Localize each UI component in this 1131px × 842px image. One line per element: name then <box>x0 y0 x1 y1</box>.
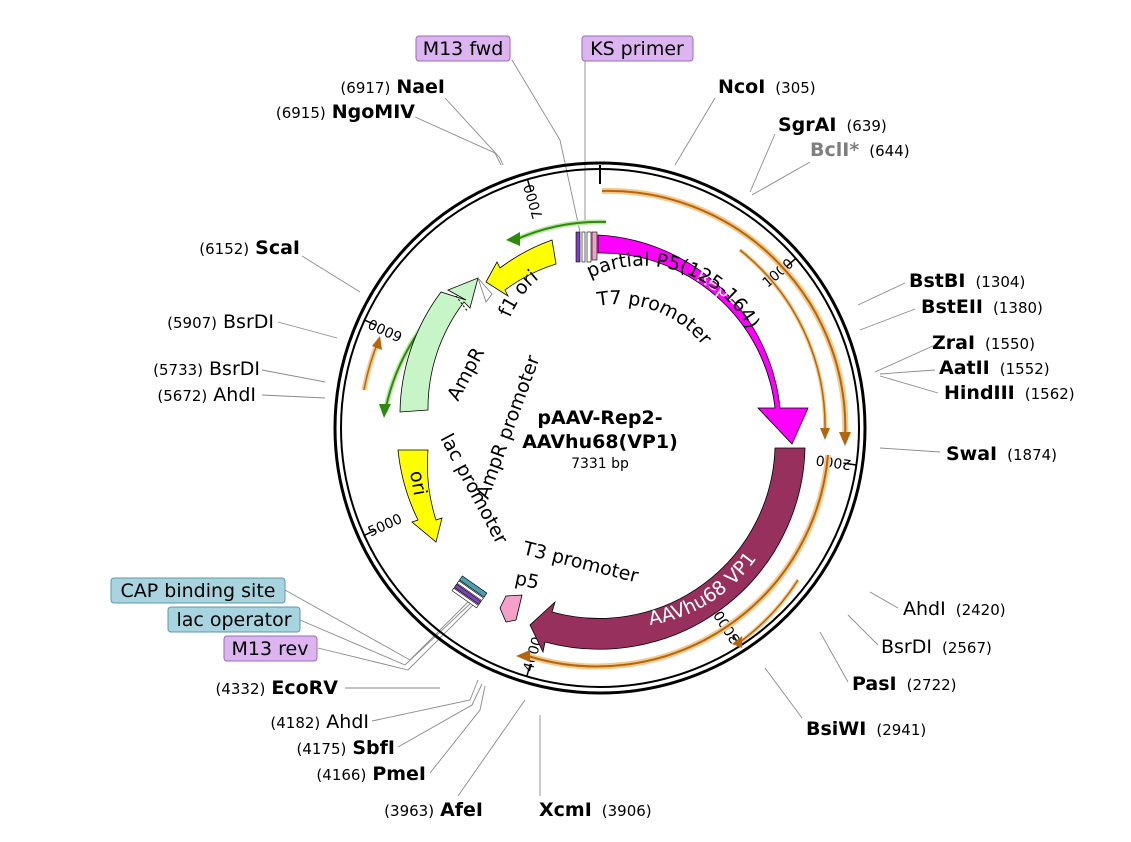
feature-rep2 <box>597 234 809 445</box>
feature-p5 <box>499 594 523 623</box>
tick-label-6000: 6000 <box>366 315 405 344</box>
feature-ori <box>397 449 443 543</box>
text-lac-operator: lac operator <box>176 609 291 631</box>
tick-mark-1000 <box>785 257 797 268</box>
bottom-small-features <box>451 575 488 609</box>
site-scai: (6152)ScaI <box>199 237 300 259</box>
tick-mark-4000 <box>526 663 532 677</box>
site-sgrai: SgrAI(639) <box>778 114 887 136</box>
site-ahdi-4182: (4182)AhdI <box>270 711 369 733</box>
box-lac-operator <box>167 606 301 633</box>
tick-label-5000: 5000 <box>366 511 405 540</box>
feature-ampR <box>399 277 479 413</box>
tick-label-2000: 2000 <box>815 451 853 472</box>
site-bcli: BclI*(644) <box>810 139 910 161</box>
site-ahdi-2420: AhdI(2420) <box>903 598 1006 620</box>
site-aatii: AatII(1552) <box>939 357 1050 379</box>
site-bstbi: BstBI(1304) <box>909 270 1025 292</box>
site-naei: (6917)NaeI <box>340 76 445 98</box>
site-pmei: (4166)PmeI <box>316 763 426 785</box>
box-cap-binding-site <box>110 577 286 604</box>
features <box>397 234 809 654</box>
restriction-sites: (6917)NaeI (6915)NgoMIV (6152)ScaI (5907… <box>153 76 1075 821</box>
site-bsrdi-2567: BsrDI(2567) <box>881 636 992 658</box>
label-p5: p5 <box>513 567 541 594</box>
site-bsiwi: BsiWI(2941) <box>806 718 926 740</box>
feature-ampR-promoter <box>477 277 493 303</box>
ampR-promoter-dots <box>455 295 469 313</box>
site-sbfi: (4175)SbfI <box>296 737 395 759</box>
orf-arrows <box>361 187 851 670</box>
site-ecorv: (4332)EcoRV <box>215 677 338 699</box>
box-m13-fwd <box>415 35 511 62</box>
tick-label-7000: 7000 <box>521 182 546 221</box>
feature-vp1 <box>529 447 806 654</box>
text-cap-binding-site: CAP binding site <box>121 580 276 602</box>
site-ahdi-5672: (5672)AhdI <box>157 384 256 406</box>
site-bsrdi-5907: (5907)BsrDI <box>167 311 274 333</box>
plasmid-size: 7331 bp <box>571 456 629 472</box>
label-ampR: AmpR <box>443 344 489 404</box>
site-ngomiv: (6915)NgoMIV <box>276 101 415 123</box>
label-ampR-promoter: AmpR promoter <box>472 352 544 502</box>
box-ks-primer <box>581 35 694 62</box>
plasmid-name-line2: AAVhu68(VP1) <box>522 431 678 453</box>
plasmid-name-line1: pAAV-Rep2- <box>537 407 662 429</box>
site-bsteii: BstEII(1380) <box>921 296 1043 318</box>
site-ncoi: NcoI(305) <box>718 76 816 98</box>
boxed-labels: M13 fwd KS primer CAP binding site lac o… <box>110 35 694 662</box>
site-swai: SwaI(1874) <box>946 443 1057 465</box>
text-m13-fwd: M13 fwd <box>423 38 504 60</box>
site-hindiii: HindIII(1562) <box>944 382 1075 404</box>
tick-mark-6000 <box>364 319 377 327</box>
text-ks-primer: KS primer <box>590 38 684 60</box>
origin-small-features <box>575 231 598 263</box>
label-ori: ori <box>405 469 431 497</box>
box-m13-rev <box>223 635 318 662</box>
tick-mark-2000 <box>843 462 857 466</box>
tick-mark-7000 <box>526 179 532 193</box>
site-bsrdi-5733: (5733)BsrDI <box>153 358 260 380</box>
backbone-outer <box>333 161 867 695</box>
tick-mark-5000 <box>363 529 377 536</box>
label-t7-promoter: T7 promoter <box>595 287 717 349</box>
site-zrai: ZraI(1550) <box>932 332 1035 354</box>
site-xcmi: XcmI(3906) <box>539 799 652 821</box>
text-m13-rev: M13 rev <box>232 638 309 660</box>
orf-arrow-rep <box>601 187 849 441</box>
site-pasi: PasI(2722) <box>852 673 957 695</box>
feature-f1ori <box>485 239 557 298</box>
leader-lines <box>261 59 941 797</box>
site-afei: (3963)AfeI <box>384 799 483 821</box>
